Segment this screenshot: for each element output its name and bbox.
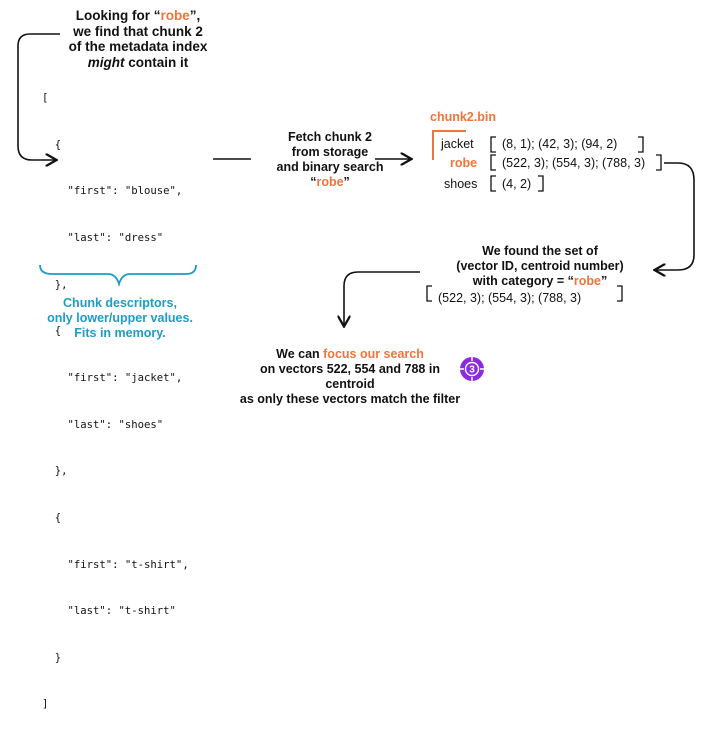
found-values: (522, 3); (554, 3); (788, 3) [438,291,582,305]
caption-line1: Chunk descriptors, [63,296,177,310]
caption-line2: only lower/upper values. [47,311,193,325]
found-line2: (vector ID, centroid number) [456,259,624,273]
focus-line3: as only these vectors match the filter [239,392,461,406]
json-line: } [42,651,62,664]
chunk-row-values: (4, 2) [502,177,532,191]
json-line: "first": "jacket", [42,371,183,384]
found-line3-pre: with category = “ [472,274,574,288]
robe-to-found-arrow [656,162,695,270]
centroid-badge-icon: 3 [459,356,485,382]
fetch-annotation: Fetch chunk 2 from storage and binary se… [240,130,420,190]
chunk-descriptor-json: [ { "first": "blouse", "last": "dress" }… [42,60,189,729]
found-to-focus-arrow [344,271,420,325]
json-line: "first": "blouse", [42,185,183,198]
fetch-line2: from storage [291,145,369,159]
focus-keyword: focus our search [323,347,424,361]
title-line1-post: ”, [189,8,201,23]
connector-lines [17,33,695,406]
chunk-row-label: shoes [444,177,478,191]
title-line4-italic: might [87,54,125,70]
fetch-line3: and binary search [276,160,384,174]
chunk-row-label-highlight: robe [450,156,478,170]
json-line: ] [42,698,49,711]
found-line3-post: ” [600,274,608,288]
json-line: "last": "dress" [42,232,164,245]
loop-arrow [17,33,60,160]
json-line: [ [42,92,49,105]
title-line1-pre: Looking for “ [75,8,161,23]
chunk-row-label: jacket [441,137,474,151]
descriptor-caption: Chunk descriptors, only lower/upper valu… [40,296,200,341]
focus-line1-pre: We can [276,347,324,361]
fetch-keyword: robe [316,175,344,189]
json-line: "first": "t-shirt", [42,558,189,571]
title-line4-rest: contain it [124,54,189,70]
json-line: }, [42,278,68,291]
focus-line2: on vectors 522, 554 and 788 in centroid [260,362,440,391]
json-line: { [42,138,62,151]
found-line1: We found the set of [482,244,598,258]
chunk-row-values: (8, 1); (42, 3); (94, 2) [502,137,618,151]
json-line: "last": "t-shirt" [42,605,176,618]
found-annotation: We found the set of (vector ID, centroid… [420,244,660,289]
json-line: { [42,511,62,524]
fetch-line1: Fetch chunk 2 [287,130,373,144]
title-keyword: robe [160,8,190,23]
fetch-quote-close: ” [343,175,350,189]
title-annotation: Looking for “robe”, we find that chunk 2… [18,8,258,70]
focus-annotation: We can focus our search on vectors 522, … [235,347,465,407]
caption-line3: Fits in memory. [74,326,166,340]
chunk-file-title: chunk2.bin [430,110,496,124]
found-keyword: robe [573,274,601,288]
json-line: "last": "shoes" [42,418,164,431]
chunk-row-values: (522, 3); (554, 3); (788, 3) [502,156,646,170]
chunk-corner [432,130,466,160]
json-line: { [42,325,62,338]
centroid-badge-number: 3 [469,365,475,376]
fetch-quote-open: “ [310,175,317,189]
title-line2: we find that chunk 2 [73,23,203,39]
chunk-brace [39,264,197,288]
title-line3: of the metadata index [68,39,208,54]
json-line: }, [42,465,68,478]
